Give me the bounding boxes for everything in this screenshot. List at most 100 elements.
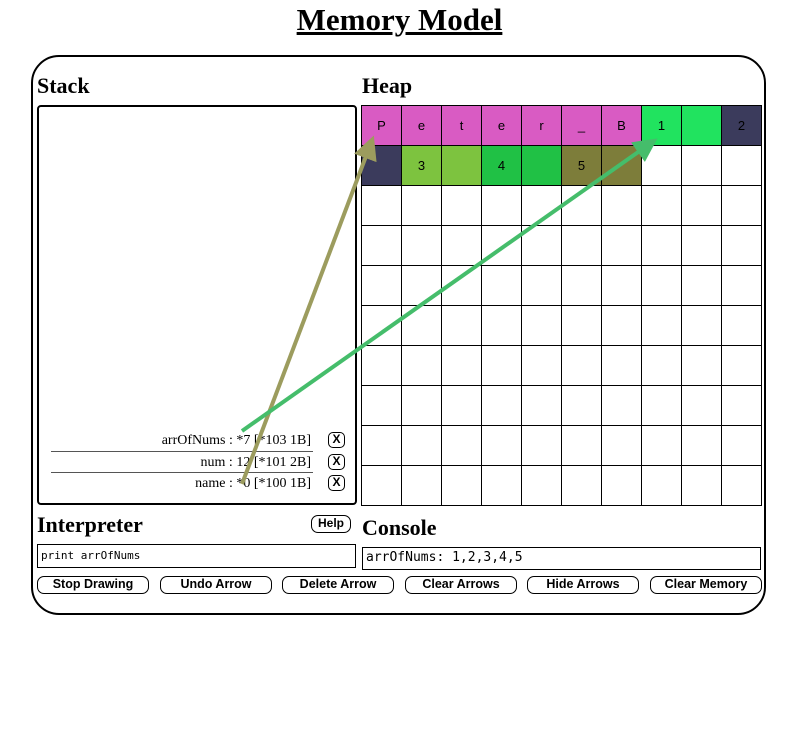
heap-cell[interactable]	[522, 226, 562, 266]
heap-cell[interactable]	[482, 226, 522, 266]
heap-cell[interactable]: 3	[402, 146, 442, 186]
heap-cell[interactable]	[362, 226, 402, 266]
heap-cell[interactable]	[482, 426, 522, 466]
heap-cell[interactable]	[482, 186, 522, 226]
heap-cell[interactable]	[722, 226, 762, 266]
heap-cell[interactable]	[402, 426, 442, 466]
heap-cell[interactable]	[562, 306, 602, 346]
heap-cell[interactable]: 4	[482, 146, 522, 186]
heap-cell[interactable]	[682, 466, 722, 506]
heap-cell[interactable]	[642, 386, 682, 426]
heap-cell[interactable]	[722, 186, 762, 226]
heap-cell[interactable]	[722, 266, 762, 306]
heap-cell[interactable]	[522, 266, 562, 306]
heap-cell[interactable]	[522, 386, 562, 426]
heap-cell[interactable]	[722, 346, 762, 386]
heap-cell[interactable]	[562, 226, 602, 266]
clear-memory-button[interactable]: Clear Memory	[650, 576, 762, 594]
heap-cell[interactable]	[482, 386, 522, 426]
heap-cell[interactable]	[722, 466, 762, 506]
heap-cell[interactable]	[562, 426, 602, 466]
heap-cell[interactable]	[442, 266, 482, 306]
heap-cell[interactable]: e	[402, 106, 442, 146]
heap-cell[interactable]	[602, 466, 642, 506]
heap-cell[interactable]	[722, 146, 762, 186]
heap-cell[interactable]: r	[522, 106, 562, 146]
heap-cell[interactable]	[482, 466, 522, 506]
heap-cell[interactable]	[362, 386, 402, 426]
delete-arrow-button[interactable]: Delete Arrow	[282, 576, 394, 594]
interpreter-input[interactable]: print arrOfNums	[37, 544, 356, 568]
heap-cell[interactable]	[402, 186, 442, 226]
heap-cell[interactable]	[602, 186, 642, 226]
heap-cell[interactable]	[642, 266, 682, 306]
heap-cell[interactable]	[482, 306, 522, 346]
heap-cell[interactable]	[362, 186, 402, 226]
clear-arrows-button[interactable]: Clear Arrows	[405, 576, 517, 594]
heap-cell[interactable]	[722, 386, 762, 426]
heap-cell[interactable]: 1	[642, 106, 682, 146]
delete-variable-button[interactable]: X	[328, 454, 345, 470]
delete-variable-button[interactable]: X	[328, 432, 345, 448]
heap-cell[interactable]	[562, 186, 602, 226]
heap-cell[interactable]	[562, 266, 602, 306]
heap-cell[interactable]	[642, 226, 682, 266]
heap-cell[interactable]	[562, 346, 602, 386]
heap-cell[interactable]	[562, 386, 602, 426]
heap-cell[interactable]	[402, 386, 442, 426]
heap-cell[interactable]	[642, 146, 682, 186]
heap-cell[interactable]: 5	[562, 146, 602, 186]
heap-cell[interactable]	[642, 466, 682, 506]
heap-cell[interactable]	[602, 426, 642, 466]
heap-cell[interactable]	[642, 346, 682, 386]
heap-cell[interactable]: t	[442, 106, 482, 146]
heap-cell[interactable]	[362, 266, 402, 306]
heap-cell[interactable]	[482, 346, 522, 386]
heap-cell[interactable]	[482, 266, 522, 306]
heap-cell[interactable]	[682, 106, 722, 146]
heap-cell[interactable]	[562, 466, 602, 506]
heap-cell[interactable]	[362, 146, 402, 186]
heap-cell[interactable]	[402, 226, 442, 266]
heap-cell[interactable]	[522, 146, 562, 186]
heap-cell[interactable]	[522, 346, 562, 386]
heap-cell[interactable]: _	[562, 106, 602, 146]
heap-cell[interactable]	[642, 306, 682, 346]
stack-variable-arrofnums[interactable]: arrOfNums : *7 [*103 1B] X	[51, 430, 345, 452]
help-button[interactable]: Help	[311, 515, 351, 533]
heap-cell[interactable]	[402, 266, 442, 306]
heap-cell[interactable]	[682, 146, 722, 186]
heap-cell[interactable]	[602, 306, 642, 346]
heap-cell[interactable]: P	[362, 106, 402, 146]
heap-cell[interactable]	[362, 466, 402, 506]
heap-cell[interactable]	[442, 306, 482, 346]
heap-cell[interactable]	[362, 426, 402, 466]
heap-cell[interactable]	[682, 426, 722, 466]
heap-cell[interactable]: 2	[722, 106, 762, 146]
heap-cell[interactable]	[642, 186, 682, 226]
heap-cell[interactable]	[682, 386, 722, 426]
stack-variable-name[interactable]: name : *0 [*100 1B] X	[51, 473, 345, 495]
delete-variable-button[interactable]: X	[328, 475, 345, 491]
heap-cell[interactable]: e	[482, 106, 522, 146]
heap-cell[interactable]	[642, 426, 682, 466]
heap-cell[interactable]	[362, 306, 402, 346]
heap-cell[interactable]	[682, 186, 722, 226]
heap-cell[interactable]	[602, 386, 642, 426]
hide-arrows-button[interactable]: Hide Arrows	[527, 576, 639, 594]
stack-variable-num[interactable]: num : 12 [*101 2B] X	[51, 452, 345, 474]
heap-cell[interactable]	[442, 426, 482, 466]
heap-cell[interactable]	[522, 186, 562, 226]
undo-arrow-button[interactable]: Undo Arrow	[160, 576, 272, 594]
heap-cell[interactable]	[442, 146, 482, 186]
heap-cell[interactable]	[522, 306, 562, 346]
heap-cell[interactable]	[682, 306, 722, 346]
heap-cell[interactable]	[442, 186, 482, 226]
heap-cell[interactable]	[442, 386, 482, 426]
heap-cell[interactable]	[442, 226, 482, 266]
heap-cell[interactable]	[602, 146, 642, 186]
heap-cell[interactable]	[402, 466, 442, 506]
heap-cell[interactable]	[522, 466, 562, 506]
heap-cell[interactable]: B	[602, 106, 642, 146]
